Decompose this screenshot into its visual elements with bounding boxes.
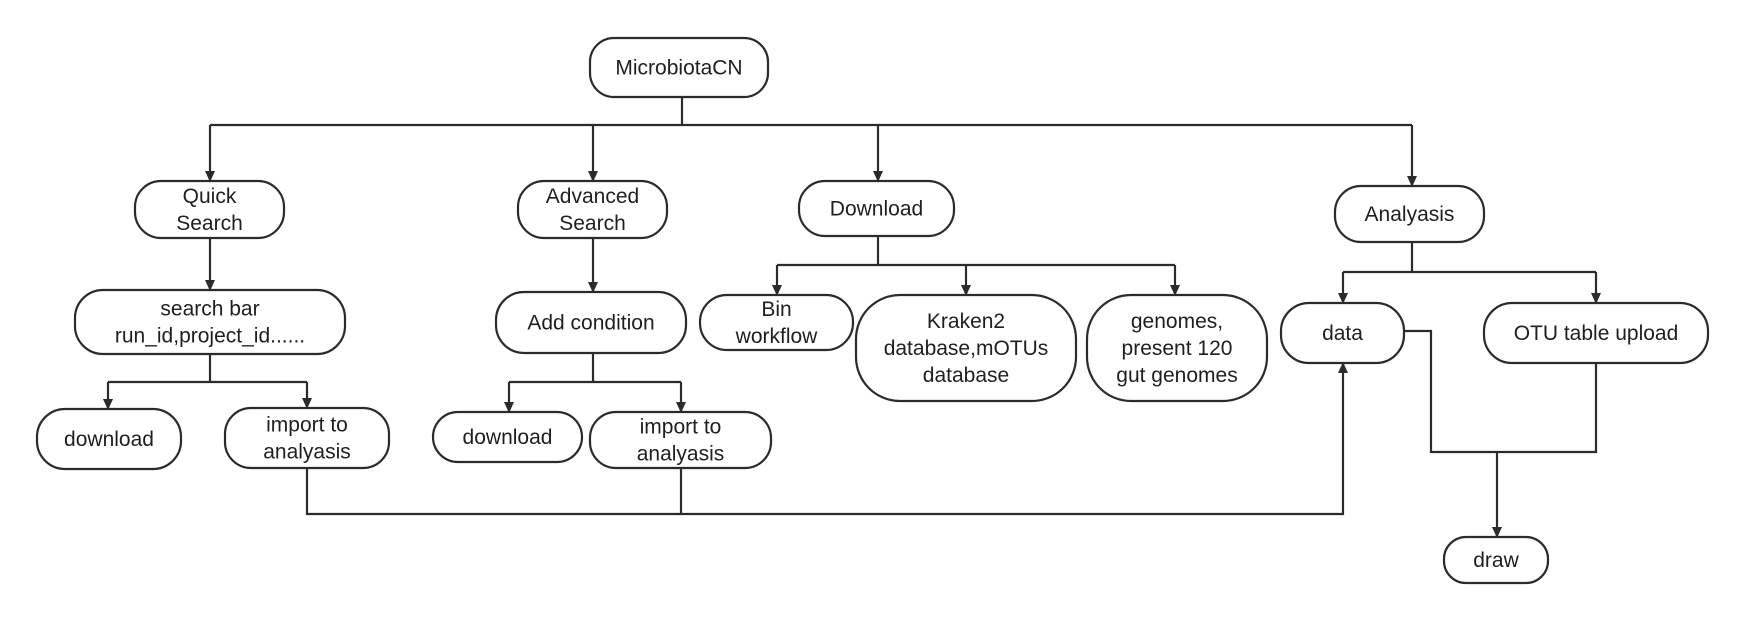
edge-data-to-merge [1404,329,1598,454]
node-data: data [1279,301,1406,365]
node-box [698,293,855,352]
node-label-line: Advanced [546,185,639,208]
node-microbiotacn: MicrobiotaCN [588,36,770,99]
node-kraken2: Kraken2 database,mOTUs database [854,293,1078,403]
node-label-line: download [463,426,553,449]
node-label-line: Analyasis [1365,203,1455,226]
node-label-line: workflow [735,325,819,348]
node-label-line: analyasis [637,443,725,466]
node-label-line: import to [266,414,348,437]
node-box [854,293,1078,403]
node-box [1333,184,1486,244]
edge-imports-to-data [305,362,1348,516]
node-box [73,288,347,356]
node-download: Download [797,179,956,238]
connectors [103,97,1601,538]
node-label-line: Search [559,212,626,235]
node-label-line: run_id,project_id...... [115,325,305,348]
node-label-line: download [64,428,154,451]
node-advanced-search-import: import to analyasis [588,410,773,470]
node-box [494,290,688,355]
node-quick-search-import: import to analyasis [223,406,391,470]
node-label-line: Download [830,198,923,221]
node-label-line: database,mOTUs [884,337,1049,360]
node-box [1442,535,1550,585]
node-label-line: present 120 [1122,337,1233,360]
node-box [35,407,183,471]
node-label-line: Bin [761,298,791,321]
node-box [797,179,956,238]
node-bin-workflow: Bin workflow [698,293,855,352]
node-label-line: genomes, [1131,310,1223,333]
node-box [588,410,773,470]
node-box [1279,301,1406,365]
node-box [1482,301,1710,365]
node-otu-table-upload: OTU table upload [1482,301,1710,365]
node-box [223,406,391,470]
node-label-line: data [1322,322,1363,345]
node-label-line: database [923,364,1009,387]
node-quick-search-download: download [35,407,183,471]
node-analysis: Analyasis [1333,184,1486,244]
node-draw: draw [1442,535,1550,585]
node-box [516,179,669,240]
node-label-line: import to [640,416,722,439]
node-label-line: search bar [160,298,259,321]
node-box [588,36,770,99]
node-label-line: Add condition [527,312,654,335]
node-label-line: draw [1473,549,1519,572]
node-label-line: MicrobiotaCN [615,57,742,80]
node-advanced-search-download: download [431,410,584,464]
node-box [133,179,286,240]
node-box [431,410,584,464]
node-label-line: gut genomes [1116,364,1237,387]
node-label-line: Search [176,212,243,235]
node-label-line: Kraken2 [927,310,1005,333]
node-add-condition: Add condition [494,290,688,355]
node-label-line: Quick [183,185,237,208]
node-genomes: genomes, present 120 gut genomes [1085,293,1269,403]
node-box [1085,293,1269,403]
node-label-line: OTU table upload [1514,322,1679,345]
node-search-bar: search bar run_id,project_id...... [73,288,347,356]
node-label-line: analyasis [263,441,351,464]
